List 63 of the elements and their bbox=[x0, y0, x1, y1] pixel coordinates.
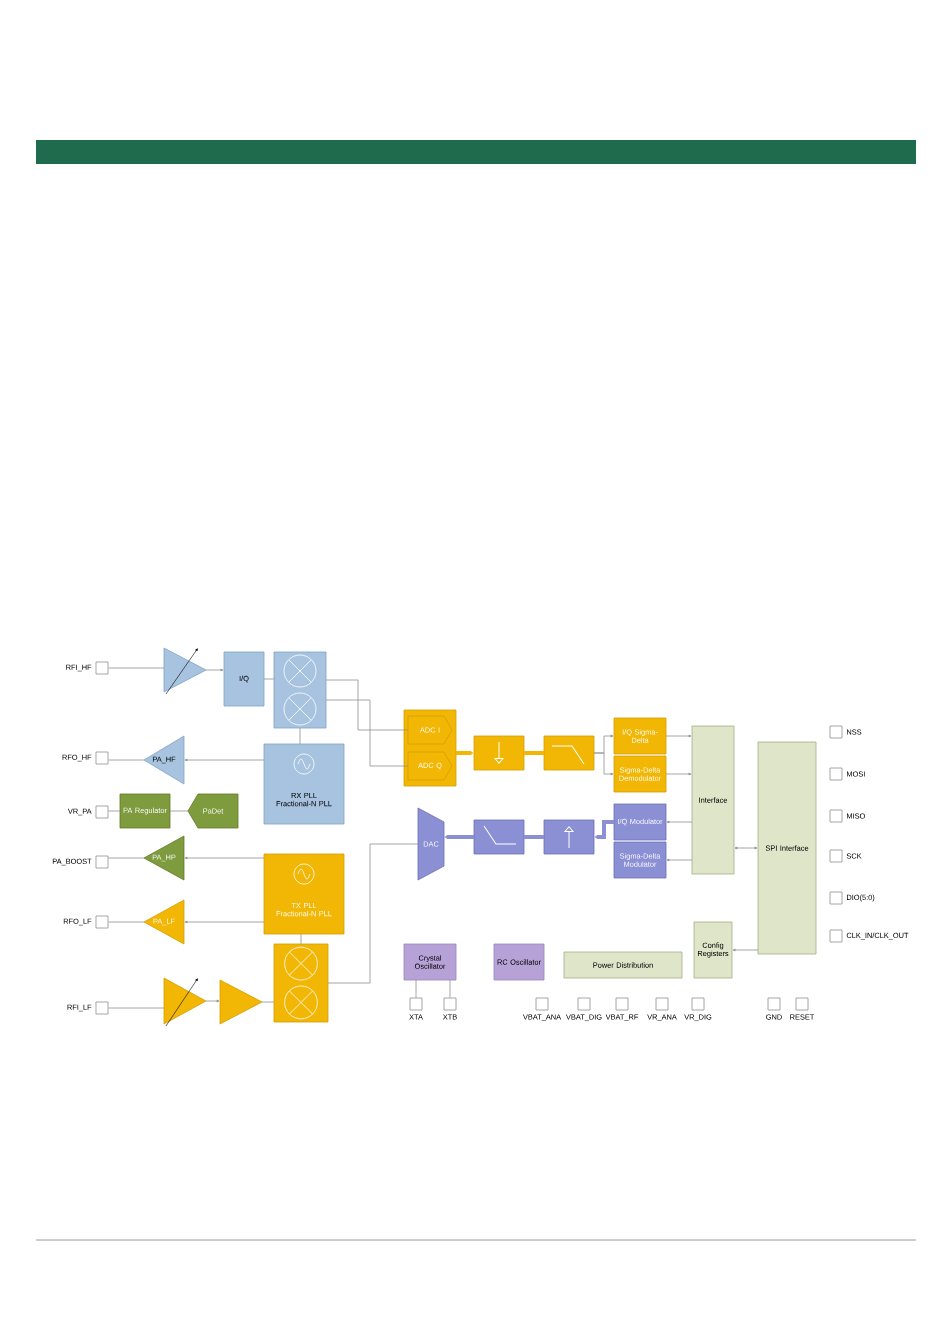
pin bbox=[95, 805, 109, 819]
connector bbox=[108, 759, 145, 761]
connector bbox=[300, 933, 302, 945]
pin bbox=[95, 751, 109, 765]
pin bbox=[95, 855, 109, 869]
pin bbox=[655, 997, 669, 1011]
mixer bbox=[273, 651, 327, 729]
connector bbox=[593, 752, 614, 776]
connector bbox=[665, 772, 692, 776]
connector bbox=[734, 846, 758, 850]
connector bbox=[327, 843, 419, 984]
connector bbox=[108, 921, 145, 923]
connector bbox=[524, 835, 544, 839]
connector bbox=[594, 820, 614, 839]
pin bbox=[829, 809, 843, 823]
connector bbox=[325, 699, 409, 767]
connector bbox=[732, 948, 759, 952]
connector bbox=[205, 999, 220, 1003]
pin bbox=[829, 891, 843, 905]
connector bbox=[261, 1001, 275, 1003]
pin bbox=[95, 661, 109, 675]
pin bbox=[691, 997, 705, 1011]
connector bbox=[184, 758, 265, 762]
pin bbox=[829, 767, 843, 781]
pin bbox=[615, 997, 629, 1011]
pin bbox=[767, 997, 781, 1011]
connector bbox=[184, 856, 265, 860]
connector bbox=[108, 1007, 165, 1009]
connector bbox=[415, 979, 417, 998]
connector bbox=[108, 667, 165, 669]
pin bbox=[535, 997, 549, 1011]
connector bbox=[666, 858, 693, 862]
amplifier bbox=[163, 977, 207, 1027]
mixer bbox=[273, 943, 329, 1023]
amplifier bbox=[219, 979, 263, 1025]
connector bbox=[325, 679, 409, 731]
pin bbox=[95, 915, 109, 929]
pin bbox=[795, 997, 809, 1011]
pin bbox=[829, 849, 843, 863]
pin bbox=[443, 997, 457, 1011]
pin bbox=[829, 725, 843, 739]
amplifier bbox=[163, 647, 207, 695]
interpolator-block bbox=[543, 819, 595, 855]
connector bbox=[184, 920, 265, 924]
connector bbox=[108, 810, 121, 812]
connector bbox=[444, 835, 474, 839]
connector bbox=[665, 734, 692, 738]
connector bbox=[666, 820, 693, 824]
connector bbox=[108, 857, 145, 859]
pin bbox=[577, 997, 591, 1011]
pin bbox=[95, 1001, 109, 1015]
connector bbox=[205, 668, 224, 672]
connector bbox=[456, 751, 474, 755]
connector bbox=[169, 810, 189, 812]
connector bbox=[524, 751, 544, 755]
connector bbox=[263, 678, 275, 680]
filter-block bbox=[543, 735, 595, 771]
filter-block bbox=[473, 819, 525, 855]
pin bbox=[829, 929, 843, 943]
connector bbox=[299, 727, 301, 745]
connector bbox=[449, 979, 451, 998]
pin bbox=[409, 997, 423, 1011]
decimator-block bbox=[473, 735, 525, 771]
